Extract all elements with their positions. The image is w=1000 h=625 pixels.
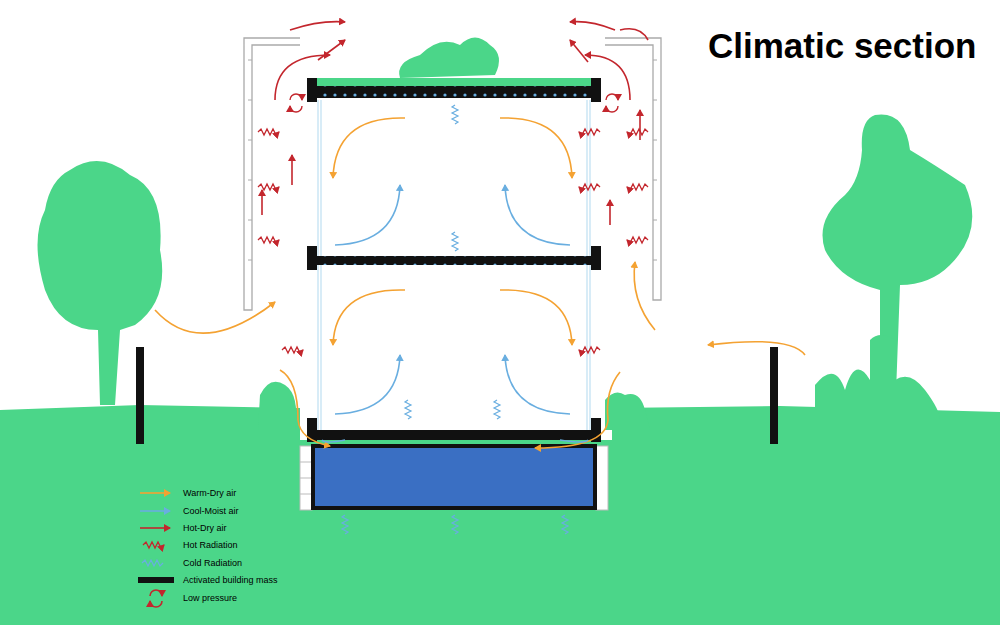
legend-samples [138, 493, 174, 607]
legend-label: Low pressure [183, 592, 237, 604]
legend-label: Cool-Moist air [183, 505, 239, 517]
legend-label: Hot-Dry air [183, 522, 227, 534]
legend-label: Hot Radiation [183, 539, 238, 551]
legend-label: Cold Radiation [183, 557, 242, 569]
diagram-title: Climatic section [708, 26, 976, 66]
legend-label: Activated building mass [183, 574, 278, 586]
legend-label: Warm-Dry air [183, 487, 236, 499]
